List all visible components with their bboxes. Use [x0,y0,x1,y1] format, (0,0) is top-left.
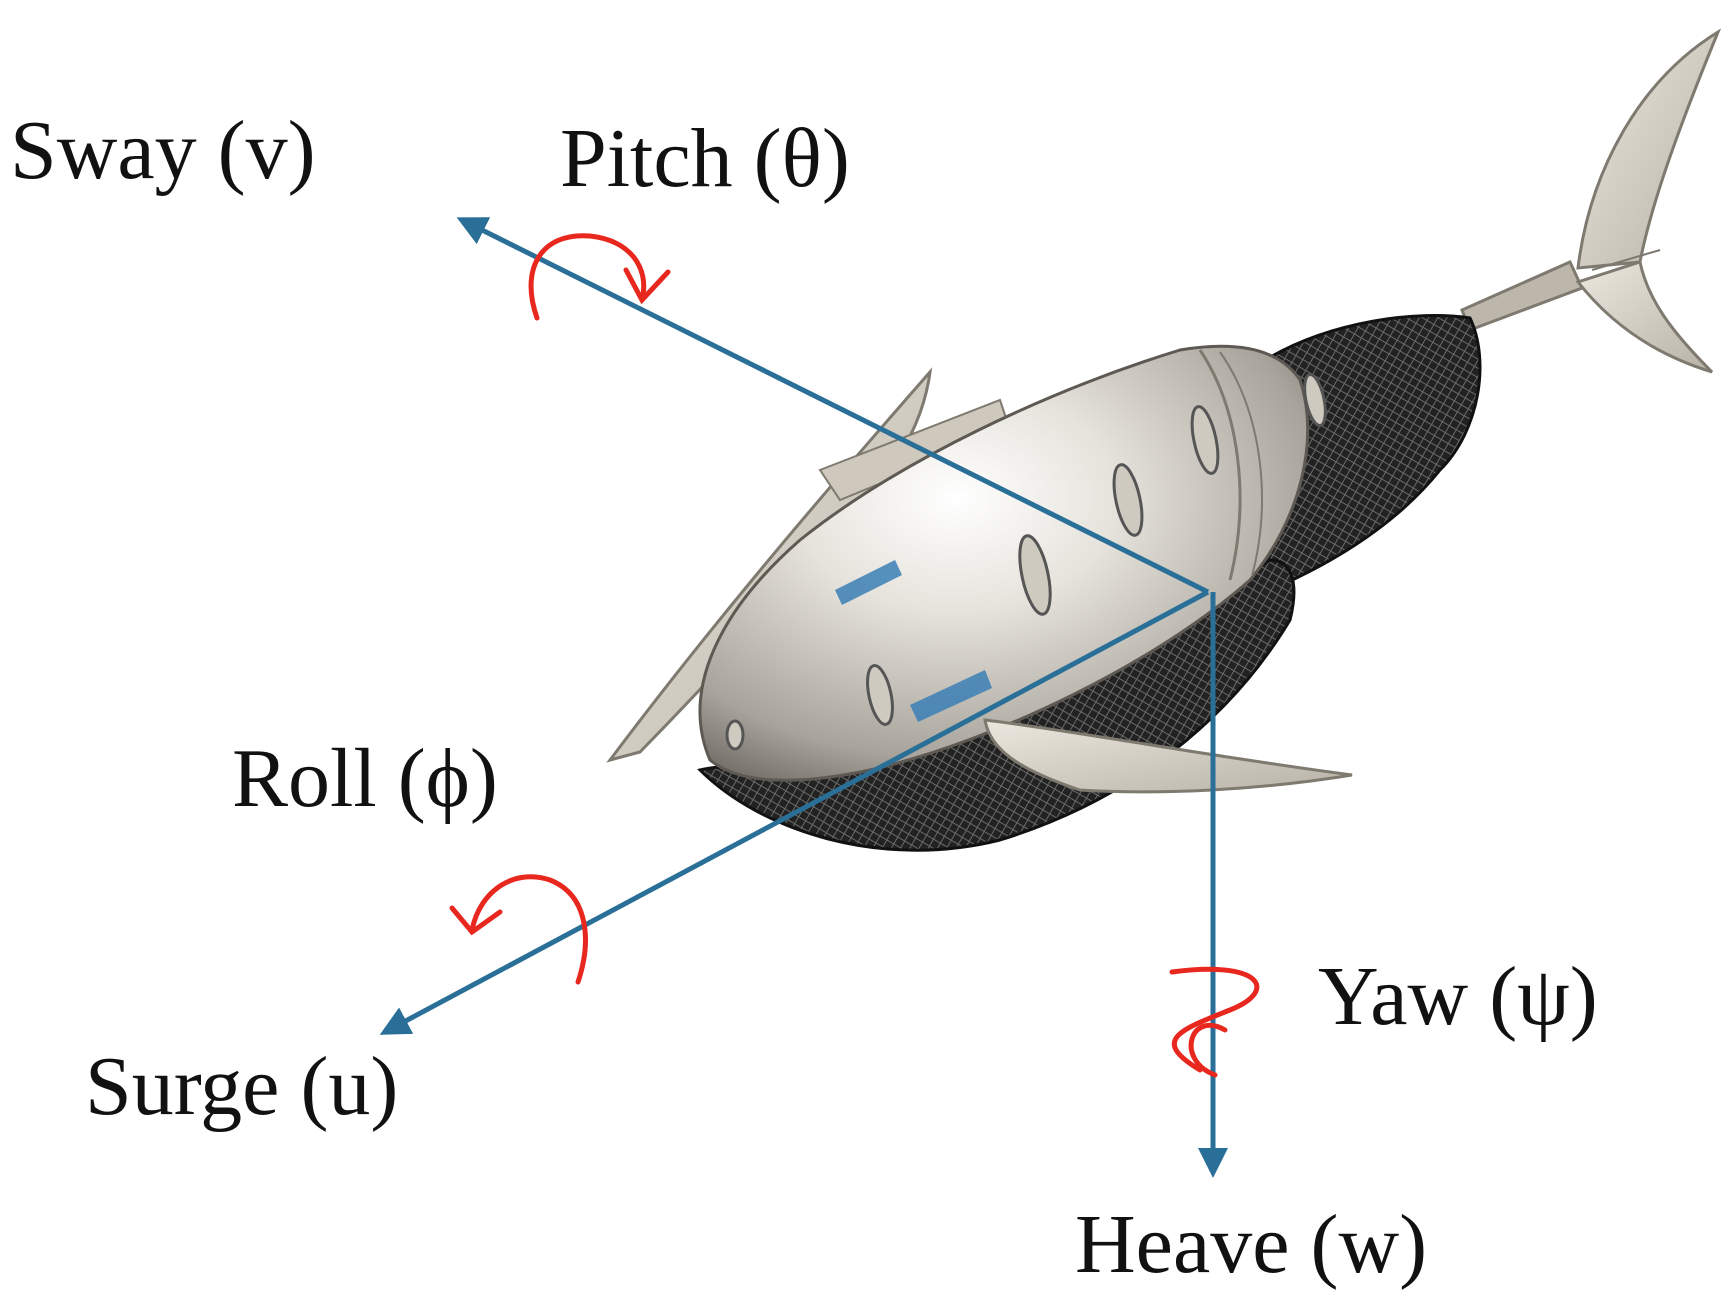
sway-axis [456,217,1210,595]
hull [698,344,1310,782]
hull-ports [725,372,1327,751]
surge-axis [379,589,1210,1035]
pectoral-fin [983,718,1353,794]
yaw-rotation-arrow [1169,966,1260,1073]
thruster-decal-lower [910,670,992,722]
roll-label: Roll (ϕ) [232,732,498,825]
sway-label: Sway (v) [10,104,316,197]
pitch-rotation-arrow [528,233,647,321]
yaw-label: Yaw (ψ) [1318,950,1598,1043]
rotation-indicators [449,233,1260,1078]
axis-labels: Sway (v) Pitch (θ) Roll (ϕ) Yaw (ψ) Surg… [10,104,1598,1291]
tail-fin [1460,28,1722,374]
pitch-label: Pitch (θ) [560,112,850,205]
auv-vehicle [606,28,1722,852]
thruster-decal-upper [835,560,902,605]
heave-label: Heave (w) [1075,1198,1427,1291]
roll-rotation-arrow [469,874,588,985]
surge-label: Surge (u) [85,1040,398,1133]
